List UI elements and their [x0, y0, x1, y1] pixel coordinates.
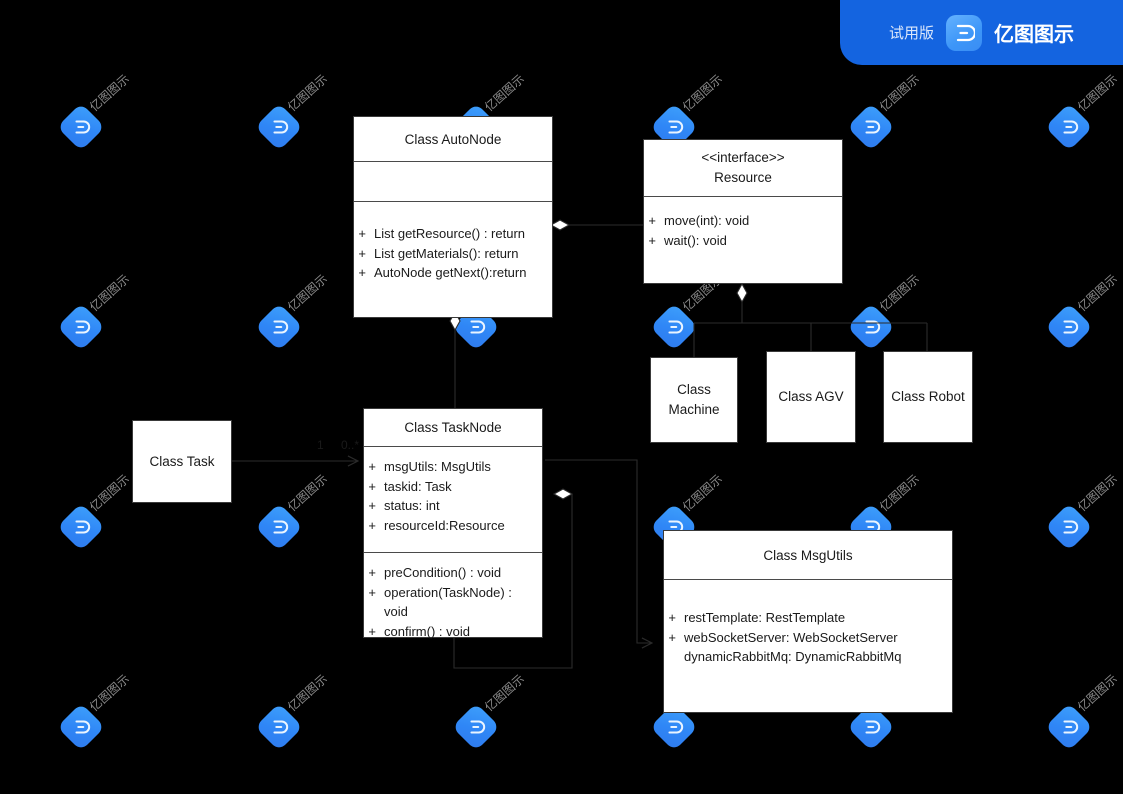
attribute-row: + resourceId:Resource [364, 516, 542, 536]
attribute-signature: status: int [384, 498, 440, 513]
method-row: + preCondition() : void [364, 563, 542, 583]
visibility-marker: + [368, 517, 376, 533]
class-title-tasknode: Class TaskNode [364, 409, 542, 446]
class-attributes-msgutils: + restTemplate: RestTemplate + webSocket… [664, 579, 952, 714]
multiplicity-task-one: 1 [317, 438, 324, 452]
class-box-agv[interactable]: Class AGV [766, 351, 856, 443]
class-box-msgutils[interactable]: Class MsgUtils + restTemplate: RestTempl… [663, 530, 953, 713]
method-signature: operation(TaskNode) : void [384, 584, 512, 620]
visibility-marker: + [668, 610, 676, 625]
class-box-tasknode[interactable]: Class TaskNode + msgUtils: MsgUtils + ta… [363, 408, 543, 639]
attribute-signature: resourceId:Resource [384, 517, 505, 533]
attribute-row: + restTemplate: RestTemplate [664, 608, 952, 628]
edge-tasknode-msgutils [545, 459, 652, 643]
class-name-msgutils: Class MsgUtils [763, 547, 853, 563]
method-row: + List getMaterials(): return [354, 244, 552, 264]
multiplicity-tasknode-many: 0..* [341, 438, 360, 452]
class-name-task: Class Task [149, 453, 215, 469]
method-signature: preCondition() : void [384, 565, 502, 580]
attribute-signature: msgUtils: MsgUtils [384, 459, 491, 474]
attribute-signature: restTemplate: RestTemplate [684, 610, 846, 625]
attribute-row: + taskid: Task [364, 477, 542, 497]
class-title-autonode: Class AutoNode [354, 117, 552, 161]
method-row: + move(int): void [644, 211, 842, 231]
edge-resource-subclasses [693, 282, 928, 357]
class-stereotype-resource: <<interface>> [701, 150, 785, 166]
method-row: + AutoNode getNext():return [354, 263, 552, 283]
class-box-autonode[interactable]: Class AutoNode + List getResource() : re… [353, 116, 553, 318]
method-signature: confirm() : void [384, 623, 470, 639]
class-name-resource: Resource [714, 170, 772, 185]
class-title-resource: <<interface>> Resource [644, 140, 842, 196]
visibility-marker: + [368, 623, 376, 639]
class-attributes-tasknode: + msgUtils: MsgUtils + taskid: Task + st… [364, 446, 542, 552]
attribute-signature: dynamicRabbitMq: DynamicRabbitMq [684, 649, 902, 664]
visibility-marker: + [358, 245, 366, 261]
class-box-machine[interactable]: Class Machine [650, 357, 738, 443]
visibility-marker: + [368, 498, 376, 513]
class-box-robot[interactable]: Class Robot [883, 351, 973, 443]
class-name-machine-line1: Class [677, 382, 711, 398]
class-attributes-autonode [354, 161, 552, 201]
method-row: + operation(TaskNode) : void [364, 583, 542, 622]
edraw-logo-icon [946, 14, 982, 51]
class-box-resource[interactable]: <<interface>> Resource + move(int): void… [643, 139, 843, 284]
method-row: + wait(): void [644, 231, 842, 251]
visibility-marker: + [668, 629, 676, 645]
visibility-marker: + [368, 565, 376, 580]
method-signature: move(int): void [664, 213, 750, 228]
attribute-signature: webSocketServer: WebSocketServer [684, 629, 898, 645]
class-name-machine-line2: Machine [668, 402, 720, 417]
visibility-marker: + [648, 232, 656, 248]
edge-tasknode-self [453, 488, 574, 669]
attribute-row: + msgUtils: MsgUtils [364, 457, 542, 477]
visibility-marker: + [358, 265, 366, 280]
class-methods-tasknode: + preCondition() : void + operation(Task… [364, 552, 542, 639]
trial-version-badge[interactable]: 试用版 亿图图示 [840, 0, 1123, 65]
method-row: + List getResource() : return [354, 224, 552, 244]
attribute-row: + status: int [364, 496, 542, 516]
visibility-marker: + [368, 584, 376, 600]
edge-autonode-tasknode [449, 310, 461, 408]
method-row: + confirm() : void [364, 622, 542, 642]
class-title-msgutils: Class MsgUtils [664, 531, 952, 579]
attribute-signature: taskid: Task [384, 478, 452, 494]
method-signature: wait(): void [664, 232, 727, 248]
attribute-row: + webSocketServer: WebSocketServer [664, 628, 952, 648]
class-name-tasknode: Class TaskNode [404, 420, 502, 435]
method-signature: List getResource() : return [374, 226, 526, 241]
trial-label: 试用版 [888, 24, 934, 42]
method-signature: List getMaterials(): return [374, 245, 519, 261]
visibility-marker: + [358, 226, 366, 241]
class-methods-resource: + move(int): void + wait(): void [644, 196, 842, 284]
method-signature: AutoNode getNext():return [374, 265, 527, 280]
visibility-marker: + [368, 459, 376, 474]
class-name-autonode: Class AutoNode [404, 131, 502, 147]
class-name-robot: Class Robot [891, 389, 965, 405]
class-box-task[interactable]: Class Task [132, 420, 232, 503]
visibility-marker: + [648, 213, 656, 228]
app-name-label: 亿图图示 [994, 22, 1074, 46]
attribute-row: dynamicRabbitMq: DynamicRabbitMq [664, 647, 952, 667]
class-methods-autonode: + List getResource() : return + List get… [354, 201, 552, 317]
class-name-agv: Class AGV [778, 389, 844, 405]
edge-autonode-resource [549, 219, 643, 231]
visibility-marker: + [368, 478, 376, 494]
